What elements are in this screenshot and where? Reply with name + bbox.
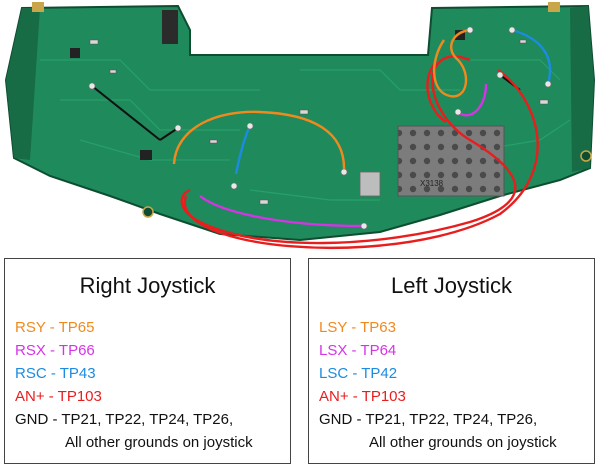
- right-rsy-row: RSY - TP65: [15, 319, 95, 336]
- right-joystick-panel: Right Joystick RSY - TP65 RSX - TP66 RSC…: [4, 258, 291, 464]
- right-an-row: AN+ - TP103: [15, 388, 102, 405]
- red-wire-3: [426, 61, 447, 123]
- blue-wire-right: [234, 125, 252, 175]
- left-joystick-panel: Left Joystick LSY - TP63 LSX - TP64 LSC …: [308, 258, 595, 464]
- red-wire-2: [183, 69, 539, 250]
- blue-wire-left: [511, 28, 552, 85]
- left-lsx-row: LSX - TP64: [319, 342, 397, 359]
- right-rsc-row: RSC - TP43: [15, 365, 96, 382]
- shield-marking: X3138: [420, 179, 444, 188]
- black-wire-left-2: [159, 127, 179, 141]
- left-lsy-row: LSY - TP63: [319, 319, 396, 336]
- left-joystick-title: Left Joystick: [390, 273, 513, 298]
- left-lsc-row: LSC - TP42: [319, 365, 398, 382]
- magenta-wire-right: [199, 195, 365, 228]
- orange-wire-right: [172, 110, 346, 173]
- right-gnd-row: GND - TP21, TP22, TP24, TP26,: [15, 411, 234, 428]
- left-gnd-row: GND - TP21, TP22, TP24, TP26,: [319, 411, 538, 428]
- orange-wire-left: [432, 28, 471, 98]
- left-an-row: AN+ - TP103: [319, 388, 406, 405]
- right-rsx-row: RSX - TP66: [15, 342, 95, 359]
- magenta-wire-left: [457, 83, 488, 117]
- left-gnd-note-row: All other grounds on joystick: [369, 434, 557, 451]
- black-wire-left: [91, 85, 161, 141]
- rf-shield: [397, 125, 505, 197]
- controller-pcb-photo: X3138: [4, 2, 596, 250]
- right-joystick-title: Right Joystick: [79, 273, 216, 298]
- right-gnd-note-row: All other grounds on joystick: [65, 434, 253, 451]
- red-wire-1: [180, 55, 517, 245]
